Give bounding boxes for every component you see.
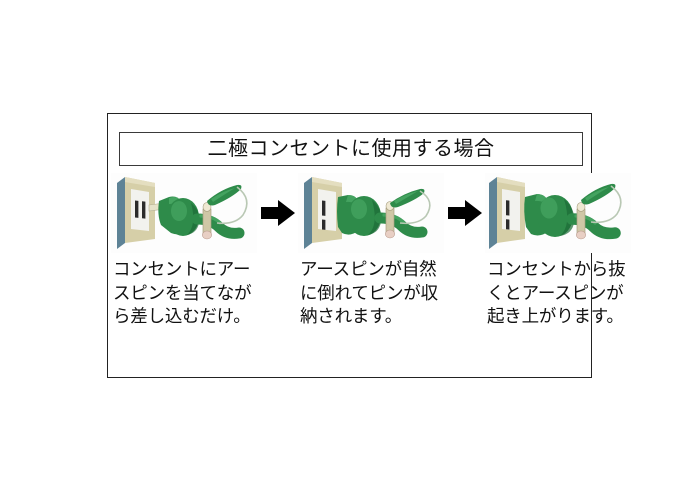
plug-approaching-outlet-icon [117,177,248,249]
step-2-illustration [298,173,444,253]
step-1: コンセントにアースピンを当てながら差し込むだけ。 [111,173,257,329]
plug-removed-pin-raised-icon [489,177,622,249]
arrow-right-icon [260,200,295,226]
step-2: アースピンが自然に倒れてピンが収納されます。 [298,173,444,329]
diagram-title: 二極コンセントに使用する場合 [207,138,495,160]
step-3: コンセントから抜くとアースピンが起き上がります。 [485,173,631,329]
step-arrow-2 [444,173,485,253]
plug-inserted-pin-folded-icon [304,177,431,249]
step-arrow-1 [257,173,298,253]
step-1-illustration [111,173,257,253]
steps-row: コンセントにアースピンを当てながら差し込むだけ。 [111,173,631,373]
arrow-right-icon [447,200,482,226]
step-1-caption: コンセントにアースピンを当てながら差し込むだけ。 [113,259,252,326]
step-3-illustration [485,173,631,253]
diagram-title-box: 二極コンセントに使用する場合 [119,132,583,166]
step-3-caption: コンセントから抜くとアースピンが起き上がります。 [487,259,626,326]
step-2-caption: アースピンが自然に倒れてピンが収納されます。 [300,259,438,326]
instruction-diagram-frame: 二極コンセントに使用する場合 [107,113,631,378]
